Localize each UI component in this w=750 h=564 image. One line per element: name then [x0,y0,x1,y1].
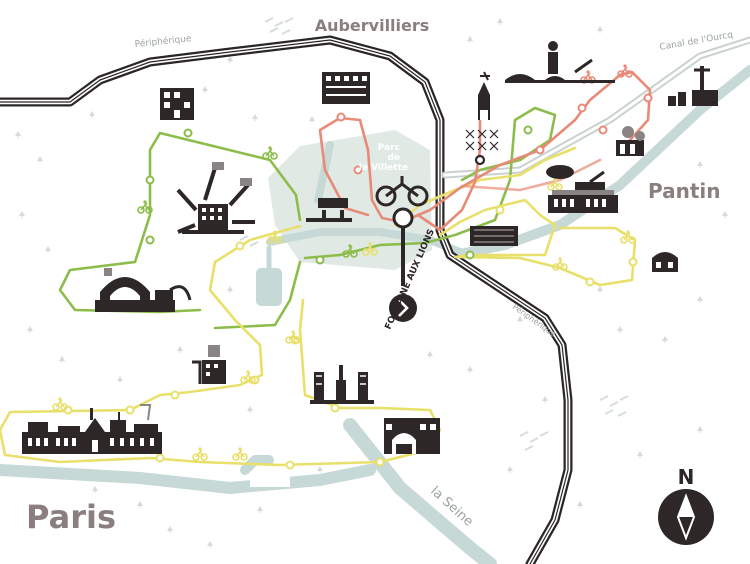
label-parc-line2: de [387,153,400,163]
label-parc-line3: la Villette [359,163,408,173]
label-paris: Paris [26,498,116,536]
construction-site-icon [505,41,615,83]
market-hall-icon [384,418,440,454]
bike-routes [0,70,652,467]
paris-monuments-icon [22,404,162,454]
factory-arms-icon [176,162,255,234]
chevron-right-icon [398,299,409,317]
column-monument-icon [310,365,374,404]
compass-north-label: N [678,465,695,489]
warehouse-icon [546,165,618,213]
small-house-icon [652,252,678,272]
rotunda-icon [95,268,192,312]
container-icon [470,226,518,246]
route-stops [25,93,653,470]
bike-station-icon [375,176,429,207]
landmark-icons [22,41,718,454]
workshop-icon [192,345,226,384]
compass: N [658,465,714,545]
pavilion-icon [306,198,352,222]
station-fontaine-aux-lions [389,207,417,322]
label-pantin: Pantin [648,179,721,203]
greenhouse-icon [616,126,645,156]
farm-icon [668,66,718,106]
apartment-block-icon [322,72,370,104]
office-building-icon [160,88,194,120]
roads [0,35,750,564]
grass-patches [239,17,629,451]
church-tower-icon [465,71,499,151]
label-parc-line1: Parc [378,143,400,153]
label-peripherique-north: Périphérique [134,33,192,50]
label-aubervilliers: Aubervilliers [315,16,430,35]
